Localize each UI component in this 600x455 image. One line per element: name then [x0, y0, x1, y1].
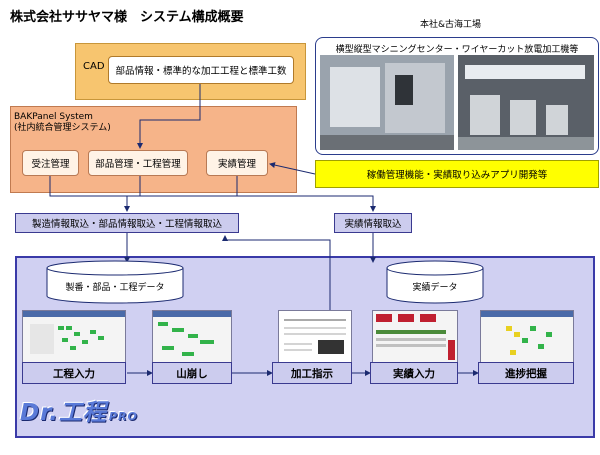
screenshot-work-instruction [278, 310, 352, 366]
arrow-to-results-import [236, 176, 376, 212]
step-progress: 進捗把握 [478, 362, 574, 384]
order-management: 受注管理 [22, 150, 79, 176]
step-results-input: 実績入力 [370, 362, 458, 384]
screenshot-results-input [372, 310, 458, 366]
arrow-cad-to-parts [137, 84, 201, 149]
bakpanel-label: BAKPanel System (社内統合管理システム) [14, 112, 111, 134]
page-title: 株式会社ササヤマ様 システム構成概要 [10, 10, 244, 25]
bakpanel-label-line2: (社内統合管理システム) [14, 123, 111, 133]
factory-photos [320, 55, 594, 150]
db-cylinder-right [386, 260, 484, 304]
import-manufacturing-info: 製造情報取込・部品情報取込・工程情報取込 [15, 213, 239, 233]
step-process-input: 工程入力 [22, 362, 126, 384]
parts-process-management: 部品管理・工程管理 [88, 150, 188, 176]
arrow-return-to-import [222, 235, 331, 318]
arrow-yellow-to-results [269, 162, 316, 175]
db-cylinder-left [46, 260, 184, 304]
step-leveling: 山崩し [152, 362, 232, 384]
db-label-right: 実績データ [412, 282, 458, 293]
results-management: 実績管理 [206, 150, 268, 176]
db-label-left: 製番・部品・工程データ [65, 282, 165, 293]
logo-pro-text: PRO [108, 410, 138, 423]
factory-title: 本社&古海工場 [420, 20, 482, 30]
cad-parts-info: 部品情報・標準的な加工工程と標準工数 [108, 56, 294, 84]
cad-label: CAD [83, 61, 105, 72]
import-results-info: 実績情報取込 [334, 213, 412, 233]
factory-subtitle: 横型縦型マシニングセンター・ワイヤーカット放電加工機等 [335, 45, 579, 55]
step-work-instruction: 加工指示 [272, 362, 352, 384]
logo-main-text: Dr.工程 [20, 400, 107, 426]
screenshot-progress [480, 310, 574, 366]
screenshot-leveling [152, 310, 232, 364]
operation-management-box: 稼働管理機能・実績取り込みアプリ開発等 [315, 160, 599, 188]
bakpanel-label-line1: BAKPanel System [14, 112, 93, 122]
screenshot-process-input [22, 310, 126, 364]
